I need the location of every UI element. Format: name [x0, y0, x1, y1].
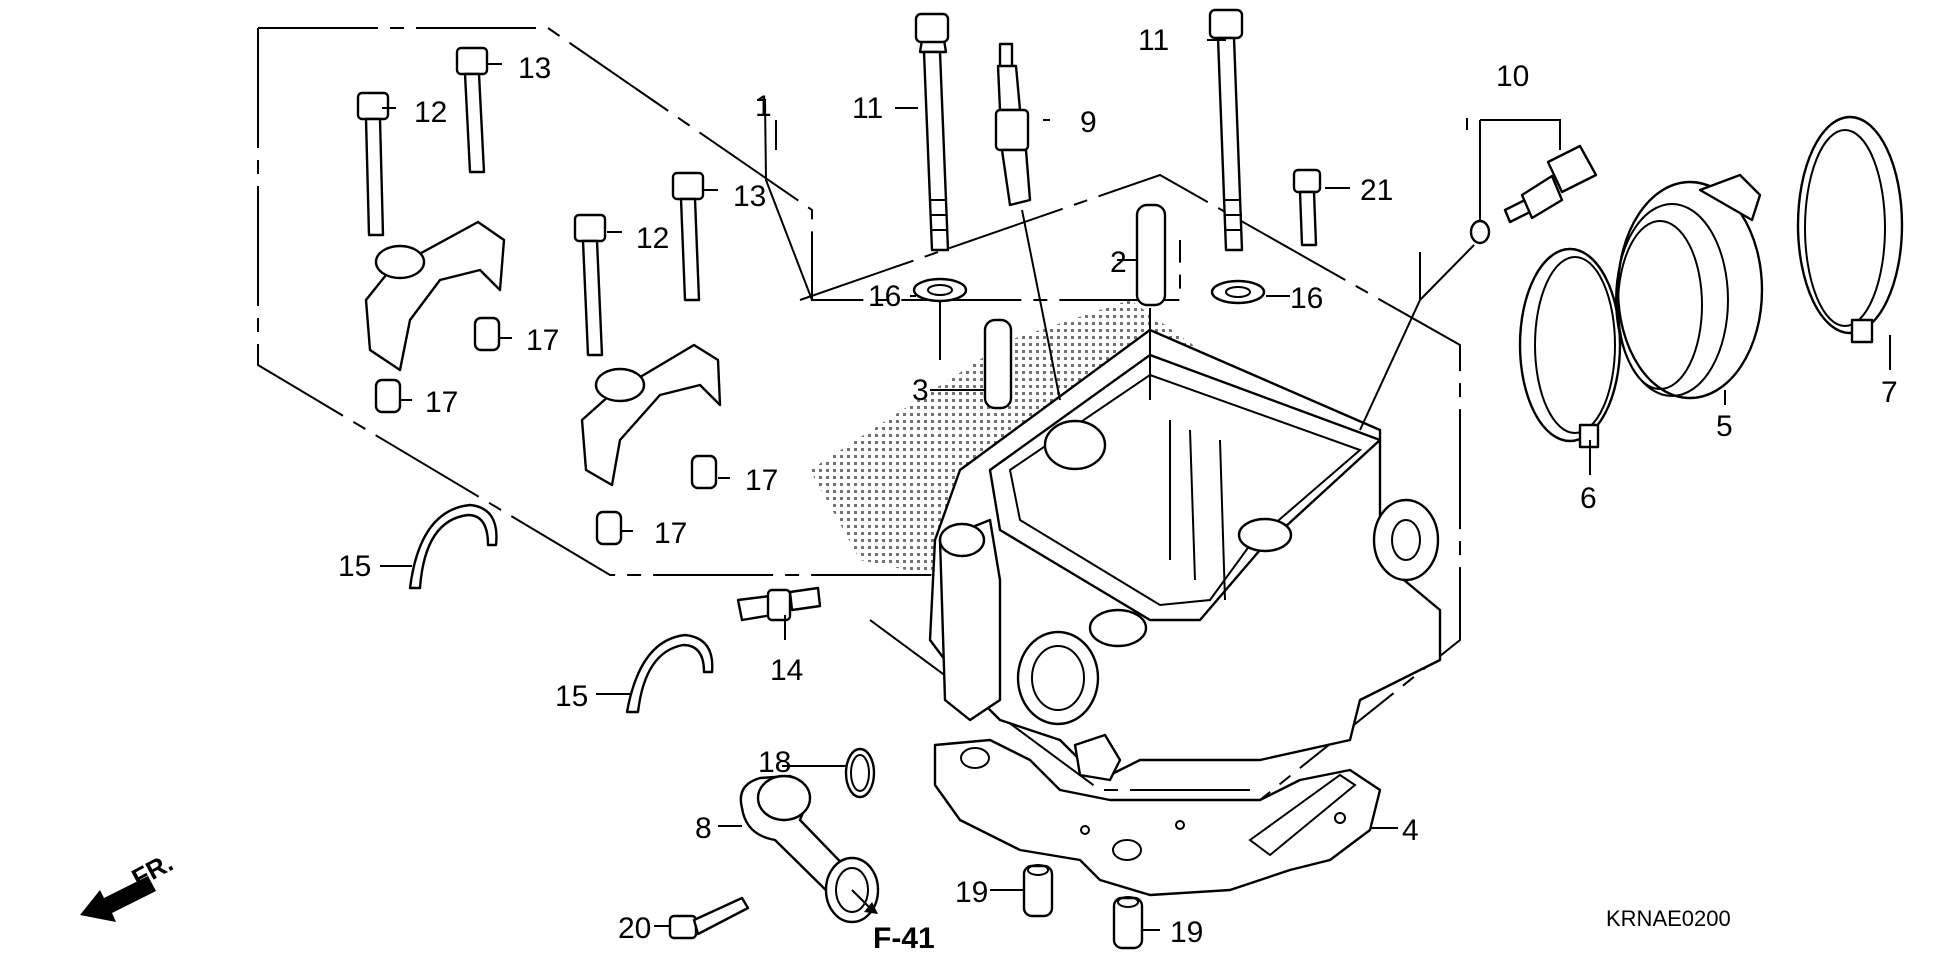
callout-17-c[interactable]: 17: [745, 464, 778, 497]
leader-lines: [380, 39, 1891, 931]
callout-13-b[interactable]: 13: [733, 180, 766, 213]
callout-12-a[interactable]: 12: [414, 96, 447, 129]
flange-bolt-a: [356, 91, 390, 237]
camshaft-seal-b: [625, 633, 714, 714]
callout-2[interactable]: 2: [1110, 246, 1127, 279]
dowel-pin-e: [1022, 864, 1054, 918]
flange-bolt-f: [1292, 168, 1322, 247]
insulator-band-a: [1518, 247, 1622, 449]
callout-13-a[interactable]: 13: [518, 52, 551, 85]
callout-1[interactable]: 1: [755, 90, 772, 123]
dowel-pin-d: [595, 510, 623, 546]
callout-6[interactable]: 6: [1580, 482, 1597, 515]
front-arrow-icon: [80, 876, 156, 922]
callout-17-d[interactable]: 17: [654, 517, 687, 550]
callout-3[interactable]: 3: [912, 374, 929, 407]
stud-bolt-left: [914, 12, 950, 252]
callout-10[interactable]: 10: [1496, 60, 1529, 93]
callout-19-a[interactable]: 19: [955, 876, 988, 909]
insulator-band-b: [1796, 115, 1904, 344]
callout-12-b[interactable]: 12: [636, 222, 669, 255]
callout-16-left[interactable]: 16: [868, 280, 901, 313]
callout-14[interactable]: 14: [770, 654, 803, 687]
water-joint: [739, 774, 880, 924]
callout-9[interactable]: 9: [1080, 106, 1097, 139]
callout-20[interactable]: 20: [618, 912, 651, 945]
callout-15-b[interactable]: 15: [555, 680, 588, 713]
callout-16-right[interactable]: 16: [1290, 282, 1323, 315]
cam-holder-a: [364, 220, 506, 372]
diagram-code: KRNAE0200: [1606, 906, 1731, 931]
stud-bolt-short: [736, 586, 822, 622]
dowel-pin-f: [1112, 896, 1144, 950]
gasket-holes: [960, 747, 1357, 861]
flange-bolt-d: [671, 171, 705, 302]
callout-5[interactable]: 5: [1716, 410, 1733, 443]
cylinder-head-gasket: [933, 738, 1382, 897]
callout-21[interactable]: 21: [1360, 174, 1393, 207]
cam-holder-b: [580, 343, 722, 487]
stud-bolt-right: [1208, 8, 1244, 252]
spark-plug: [994, 42, 1061, 401]
callout-11-left[interactable]: 11: [852, 92, 883, 125]
callout-15-a[interactable]: 15: [338, 550, 371, 583]
front-direction-indicator: FR.: [80, 847, 178, 922]
callout-4[interactable]: 4: [1402, 814, 1419, 847]
flange-bolt-c: [455, 46, 489, 174]
flange-bolt-b: [573, 213, 607, 357]
callout-labels: 1 2 3 4 5 6 7 8 9 10 11 11 12 12 13 13 1…: [338, 24, 1898, 949]
cylinder-head: [928, 328, 1442, 782]
dowel-pin-a: [473, 316, 501, 352]
callout-19-b[interactable]: 19: [1170, 916, 1203, 949]
reference-arrow: [851, 889, 878, 914]
washer-right: [1210, 279, 1266, 305]
callout-11-right[interactable]: 11: [1138, 24, 1169, 57]
flange-bolt-e: [668, 896, 750, 940]
camshaft-seal-a: [408, 503, 498, 590]
washer-left: [912, 277, 968, 360]
callout-8[interactable]: 8: [695, 812, 712, 845]
callout-7[interactable]: 7: [1881, 376, 1898, 409]
callout-18[interactable]: 18: [758, 746, 791, 779]
insulator: [1615, 173, 1764, 400]
valve-guide-in: [983, 318, 1013, 410]
assembly-outline-camholder: [257, 27, 1181, 576]
dowel-pin-c: [690, 454, 718, 490]
o-ring: [844, 747, 876, 799]
valve-guide-ex: [1135, 203, 1167, 400]
callout-17-b[interactable]: 17: [425, 386, 458, 419]
dowel-pin-b: [374, 378, 402, 414]
callout-17-a[interactable]: 17: [526, 324, 559, 357]
thermo-sensor-set: [1419, 144, 1598, 301]
reference-page-label[interactable]: F-41: [873, 922, 935, 955]
